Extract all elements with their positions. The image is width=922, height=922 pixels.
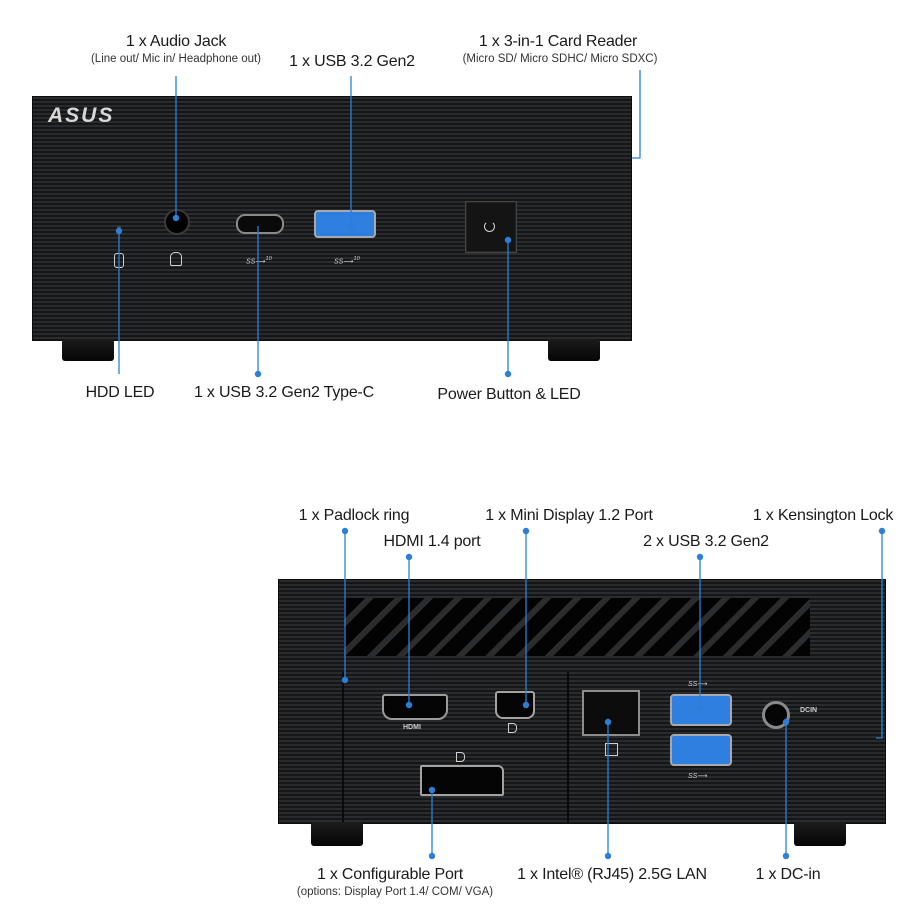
usb-c-ss-mark: SS⟶10 (246, 256, 272, 266)
dc-in-port[interactable] (762, 701, 790, 729)
dc-in-mark: DCIN (800, 707, 818, 714)
audio-jack[interactable] (164, 209, 190, 235)
rear-usb-label: 2 x USB 3.2 Gen2 (643, 533, 769, 550)
rear-usb-ss-mark-top: SS⟶ (688, 681, 708, 688)
front-left-foot (62, 339, 114, 361)
audio-jack-label: 1 x Audio Jack (125, 33, 227, 50)
dc-in-label: 1 x DC-in (755, 866, 821, 883)
asus-logo: ASUS (48, 104, 115, 127)
power-icon (484, 221, 495, 232)
left-panel-divider (342, 672, 344, 822)
mini-dp-port[interactable] (495, 691, 535, 719)
usb-a-port[interactable] (314, 210, 376, 238)
rear-left-foot (311, 822, 363, 846)
rear-right-foot (794, 822, 846, 846)
padlock-label: 1 x Padlock ring (298, 507, 410, 524)
rear-usb-port-bottom[interactable] (670, 734, 732, 766)
rear-vent (344, 598, 810, 656)
config-dp-icon (456, 752, 465, 762)
mini-dp-icon (508, 723, 517, 733)
hdmi-port[interactable] (382, 694, 448, 720)
config-port-detail: (options: Display Port 1.4/ COM/ VGA) (296, 886, 494, 898)
card-reader-label: 1 x 3-in-1 Card Reader (478, 33, 638, 50)
lan-label: 1 x Intel® (RJ45) 2.5G LAN (517, 866, 707, 883)
hdd-icon (114, 253, 124, 268)
config-port-label: 1 x Configurable Port (316, 866, 464, 883)
hdd-led (117, 226, 121, 230)
hdmi-label: HDMI 1.4 port (383, 533, 481, 550)
usb-a-ss-mark: SS⟶10 (334, 256, 360, 266)
lan-icon (605, 743, 618, 756)
front-usb-label: 1 x USB 3.2 Gen2 (289, 53, 415, 70)
lan-port[interactable] (582, 690, 640, 736)
mini-dp-label: 1 x Mini Display 1.2 Port (485, 507, 653, 524)
hdmi-mark: HDMI (403, 724, 421, 731)
usb-c-label: 1 x USB 3.2 Gen2 Type-C (193, 384, 375, 401)
headset-icon (170, 252, 182, 266)
configurable-port[interactable] (420, 765, 504, 796)
usb-c-port[interactable] (236, 214, 284, 234)
rear-usb-port-top[interactable] (670, 694, 732, 726)
card-reader-detail: (Micro SD/ Micro SDHC/ Micro SDXC) (462, 53, 658, 65)
power-button-label: Power Button & LED (437, 386, 581, 403)
rear-usb-ss-mark-bottom: SS⟶ (688, 773, 708, 780)
hdd-led-label: HDD LED (85, 384, 155, 401)
center-panel-divider (567, 672, 569, 822)
front-right-foot (548, 339, 600, 361)
audio-jack-detail: (Line out/ Mic in/ Headphone out) (90, 53, 262, 65)
kensington-label: 1 x Kensington Lock (752, 507, 894, 524)
